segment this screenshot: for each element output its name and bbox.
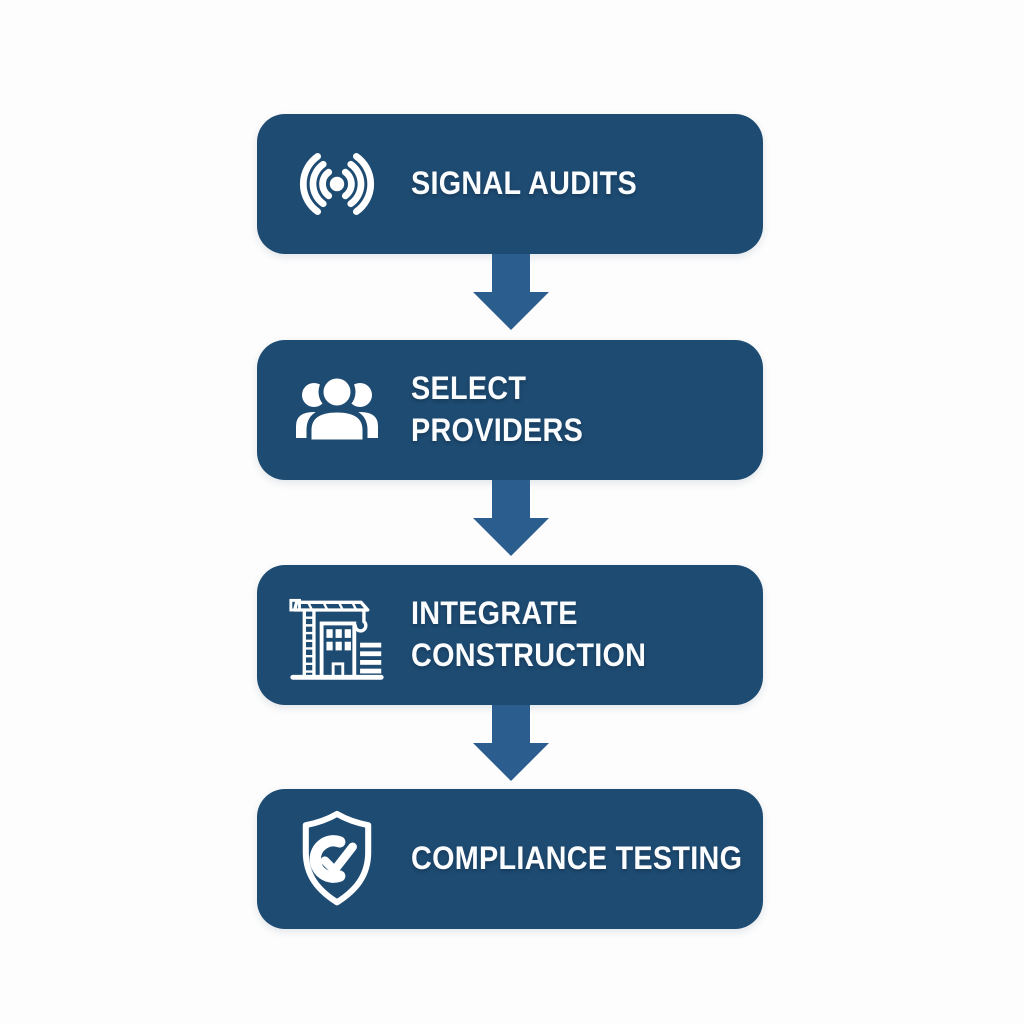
step-label: SIGNAL AUDITS xyxy=(411,165,637,202)
step-label: INTEGRATE CONSTRUCTION xyxy=(411,595,647,673)
step-box-signal-audits: SIGNAL AUDITS xyxy=(257,114,763,254)
down-arrow xyxy=(473,480,549,556)
step-label: SELECT PROVIDERS xyxy=(411,370,584,448)
signal-broadcast-icon xyxy=(287,144,387,224)
step-box-integrate-construction: INTEGRATE CONSTRUCTION xyxy=(257,565,763,705)
step-label: COMPLIANCE TESTING xyxy=(411,840,743,877)
down-arrow xyxy=(473,705,549,781)
people-group-icon xyxy=(287,368,387,452)
step-box-select-providers: SELECT PROVIDERS xyxy=(257,340,763,480)
construction-crane-icon xyxy=(287,585,387,685)
down-arrow xyxy=(473,254,549,330)
step-box-compliance-testing: COMPLIANCE TESTING xyxy=(257,789,763,929)
shield-check-icon xyxy=(287,807,387,911)
